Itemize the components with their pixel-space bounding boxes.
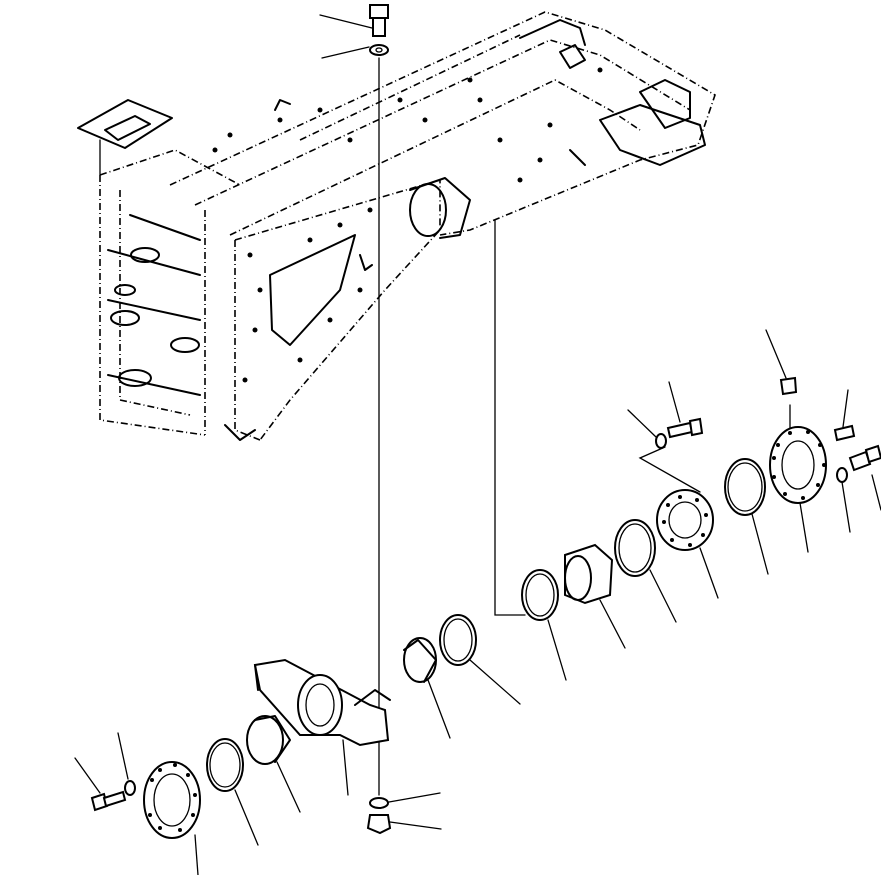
center-ring-1-icon [403, 637, 451, 739]
right-bolts-icon [666, 381, 881, 511]
right-leader-line [494, 219, 526, 616]
pivot-arm-icon [253, 658, 391, 796]
top-bolt-icon [319, 4, 389, 37]
right-washers-icon [627, 409, 851, 533]
right-top-bolt-icon [765, 329, 798, 396]
rear-frame-drawing [77, 11, 716, 441]
bottom-washer-icon [369, 792, 441, 809]
left-bushing-icon [246, 715, 301, 813]
bottom-nut-icon [366, 814, 442, 835]
left-seal-icon [206, 738, 259, 846]
top-washer-icon [321, 44, 389, 59]
center-ring-2-icon [439, 614, 521, 705]
left-bolt-icon [74, 757, 127, 812]
right-plate-icon [638, 446, 719, 599]
left-washer-icon [117, 732, 136, 796]
right-ring-2-icon [614, 519, 677, 623]
right-ring-1-icon [521, 569, 567, 681]
frame-holes [212, 67, 603, 383]
left-cover-icon [143, 761, 201, 875]
right-bushing-icon [564, 543, 626, 649]
right-seal-icon [724, 458, 769, 575]
right-cover-icon [769, 404, 827, 553]
